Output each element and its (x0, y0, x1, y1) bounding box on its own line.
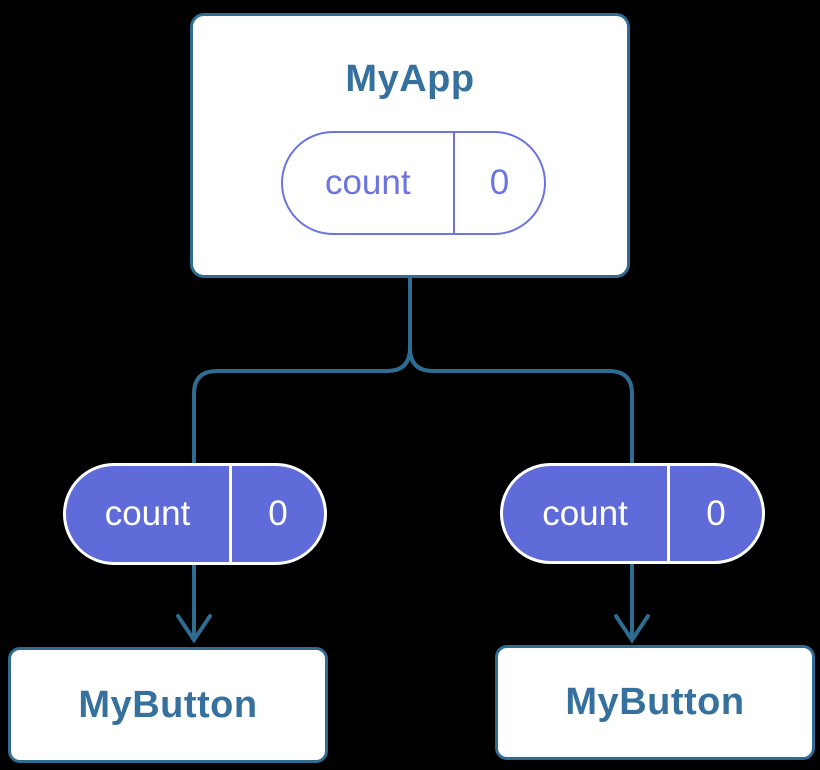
pill-divider (667, 466, 670, 561)
arrowhead-right-icon (614, 614, 650, 644)
state-value: 0 (268, 494, 288, 533)
arrowhead-left-icon (176, 614, 212, 644)
state-value: 0 (489, 163, 510, 202)
connector-right-branch (408, 276, 634, 637)
state-label: count (324, 163, 411, 202)
state-label: count (542, 493, 628, 533)
pill-divider (452, 133, 455, 233)
connector-left-branch (192, 276, 412, 637)
node-mybutton-right: MyButton (495, 645, 815, 760)
node-mybutton-left: MyButton (8, 647, 328, 763)
myapp-state-pill: count 0 (281, 131, 546, 235)
state-value: 0 (706, 493, 726, 533)
node-mybutton-right-title: MyButton (565, 681, 745, 723)
right-prop-pill: count 0 (500, 463, 765, 564)
state-label: count (104, 494, 191, 533)
pill-divider (229, 466, 232, 562)
node-mybutton-left-title: MyButton (78, 683, 258, 726)
left-prop-pill: count 0 (63, 463, 327, 565)
node-myapp-title: MyApp (345, 58, 475, 100)
node-myapp: MyApp count 0 (190, 13, 630, 278)
